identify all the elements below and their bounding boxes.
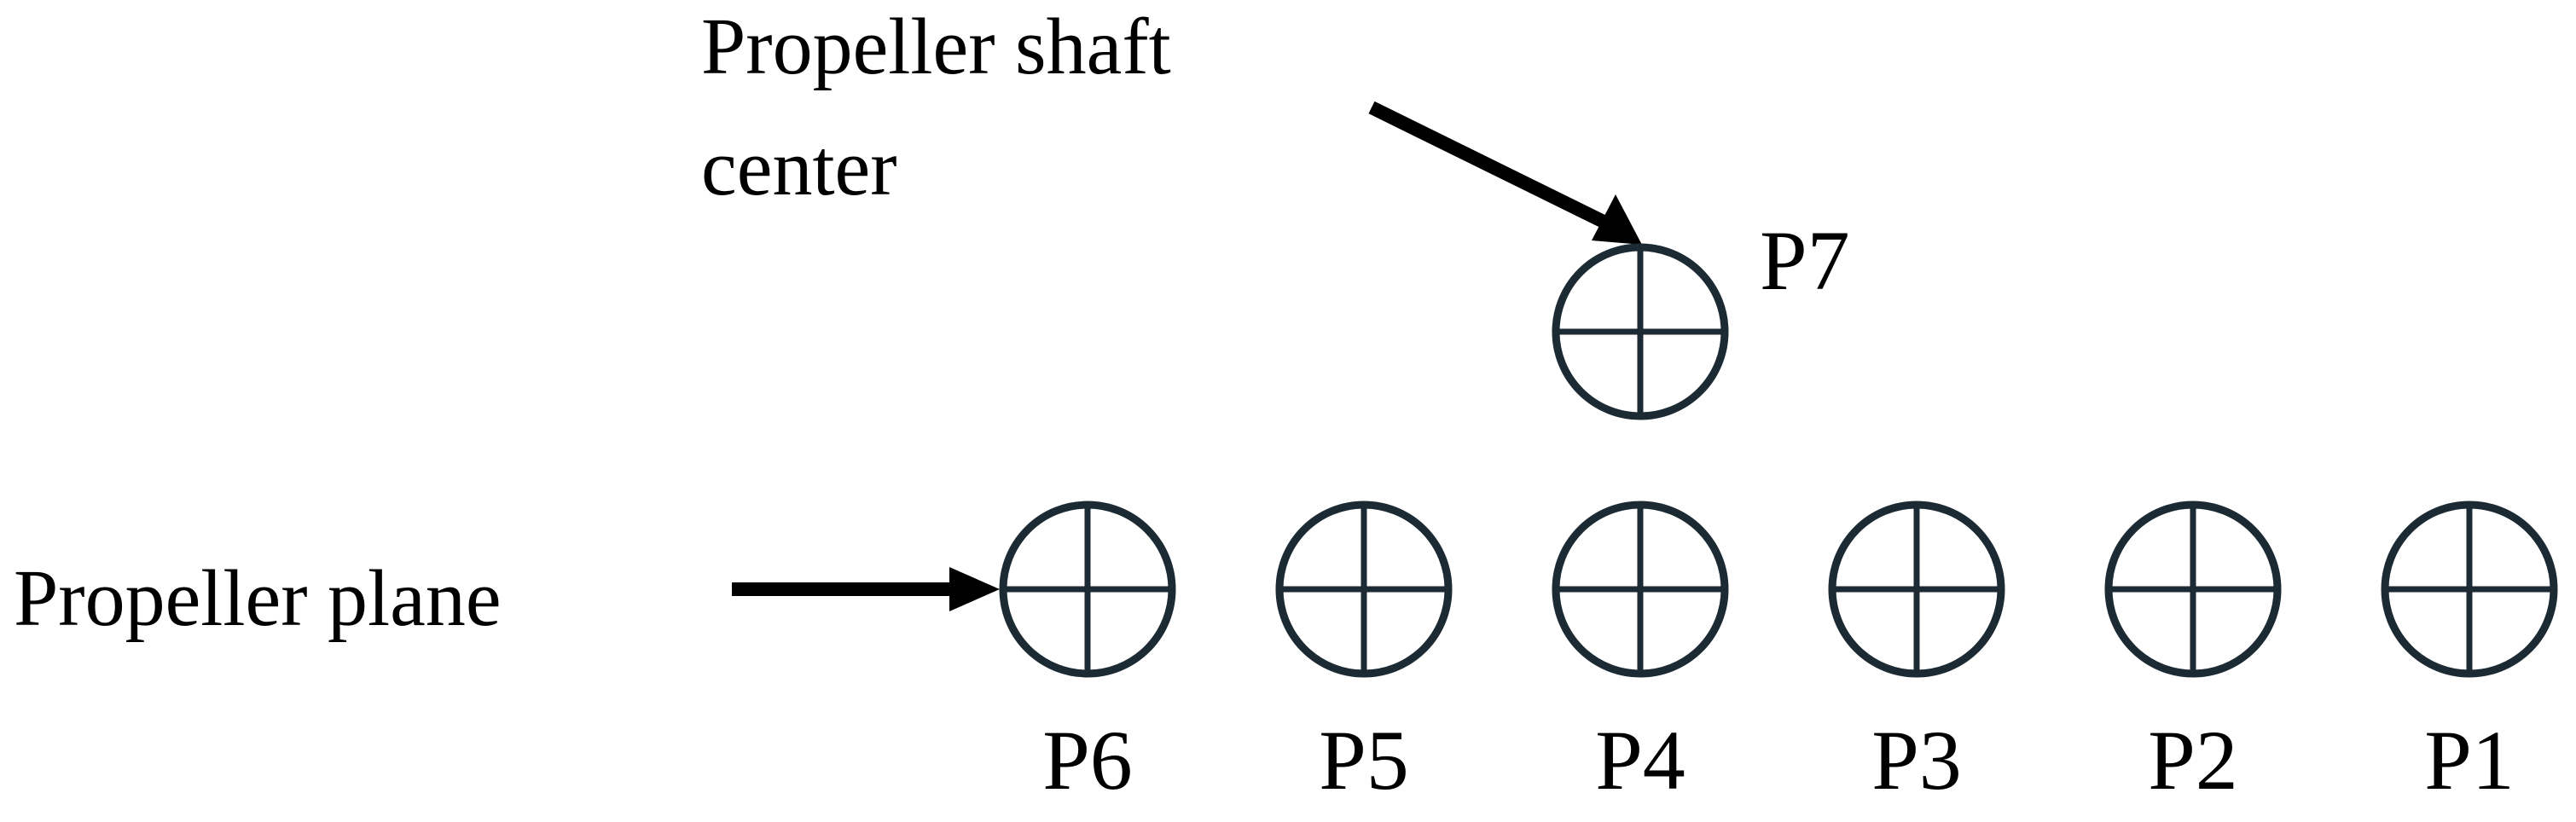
- marker-p7: [1552, 243, 1729, 420]
- marker-p6: [999, 501, 1176, 678]
- point-label-p1: P1: [2424, 713, 2515, 808]
- shaft-center-arrow: [1368, 101, 1642, 245]
- marker-p1: [2381, 501, 2558, 678]
- propeller-plane-label: Propeller plane: [14, 554, 502, 643]
- point-label-p5: P5: [1319, 713, 1409, 808]
- shaft-center-label-line2: center: [701, 124, 897, 212]
- point-label-p3: P3: [1871, 713, 1962, 808]
- marker-p2: [2104, 501, 2282, 678]
- point-label-p2: P2: [2148, 713, 2238, 808]
- marker-p3: [1828, 501, 2005, 678]
- point-label-p6: P6: [1042, 713, 1133, 808]
- shaft-center-label-line1: Propeller shaft: [701, 3, 1171, 91]
- marker-p4: [1552, 501, 1729, 678]
- point-label-p4: P4: [1595, 713, 1685, 808]
- marker-p5: [1275, 501, 1453, 678]
- point-label-p7: P7: [1760, 213, 1850, 308]
- propeller-plane-arrow: [732, 567, 1000, 611]
